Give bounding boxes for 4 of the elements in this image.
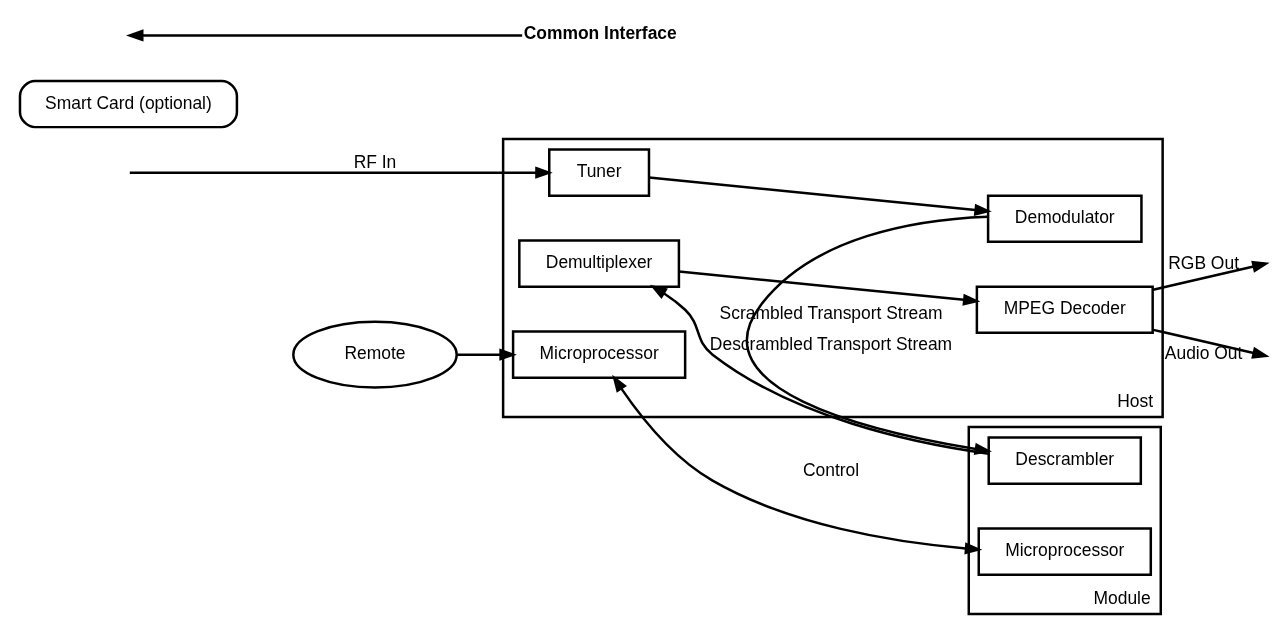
edge-label: Control — [802, 459, 859, 480]
edge-label: RGB Out — [1167, 253, 1239, 274]
edge-label: RF In — [353, 151, 396, 172]
node-text: Common Interface — [523, 22, 677, 43]
